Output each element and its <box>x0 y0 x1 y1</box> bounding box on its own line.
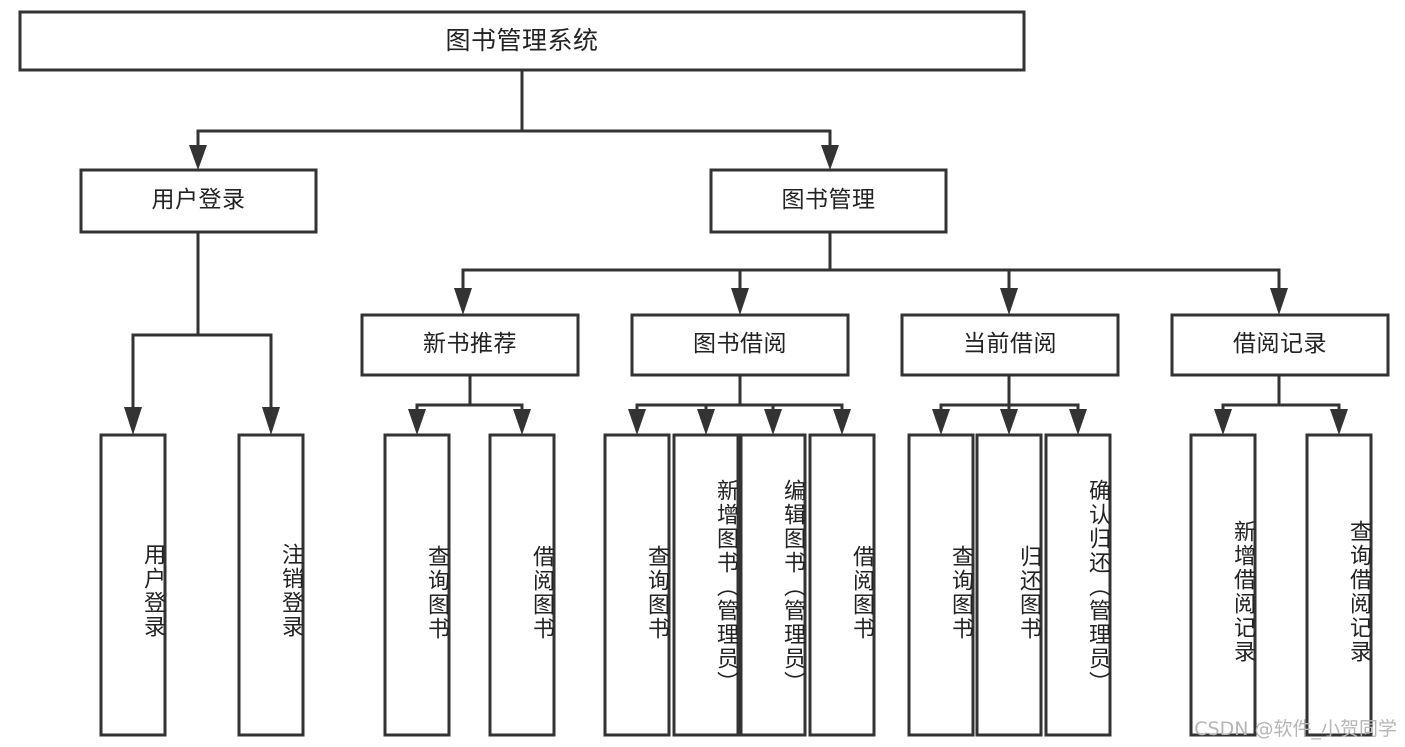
arrow-to-leaf-5 <box>628 409 646 435</box>
arrow-to-leaf-2 <box>262 407 280 435</box>
node-rect-leaf-5[interactable] <box>603 433 671 737</box>
node-rect-new-book-rec[interactable] <box>360 313 580 377</box>
node-rect-leaf-2[interactable] <box>237 433 305 737</box>
node-rect-root[interactable] <box>18 10 1026 72</box>
node-rect-current-borrow[interactable] <box>900 313 1120 377</box>
arrow-root-to-user-login <box>189 145 207 170</box>
arrow-to-book-borrow <box>731 288 749 315</box>
node-rect-book-borrow[interactable] <box>630 313 850 377</box>
arrow-to-leaf-6 <box>697 409 715 435</box>
arrow-to-leaf-12 <box>1214 409 1232 435</box>
node-rect-leaf-4[interactable] <box>488 433 556 737</box>
arrow-to-leaf-4 <box>513 409 531 435</box>
node-rect-leaf-9[interactable] <box>907 433 975 737</box>
arrow-to-current-borrow <box>1000 288 1018 315</box>
node-rect-borrow-record[interactable] <box>1170 313 1390 377</box>
arrow-to-borrow-record <box>1270 288 1288 315</box>
node-rect-leaf-6[interactable] <box>672 433 740 737</box>
arrow-to-new-book-rec <box>454 288 472 315</box>
arrow-to-leaf-8 <box>833 409 851 435</box>
arrow-to-leaf-3 <box>408 409 426 435</box>
node-rect-leaf-3[interactable] <box>383 433 451 737</box>
node-rect-book-manage[interactable] <box>709 168 948 234</box>
node-rect-leaf-12[interactable] <box>1189 433 1257 737</box>
connector-group <box>124 68 1348 435</box>
node-rect-leaf-10[interactable] <box>975 433 1043 737</box>
node-rect-user-login[interactable] <box>79 168 318 234</box>
node-rect-leaf-1[interactable] <box>99 433 167 737</box>
arrow-to-leaf-11 <box>1069 409 1087 435</box>
node-rect-leaf-7[interactable] <box>739 433 807 737</box>
node-rect-group <box>18 10 1390 737</box>
node-rect-leaf-8[interactable] <box>808 433 876 737</box>
node-rect-leaf-11[interactable] <box>1044 433 1112 737</box>
arrow-to-leaf-10 <box>1000 409 1018 435</box>
arrow-to-leaf-13 <box>1330 409 1348 435</box>
arrow-to-leaf-9 <box>932 409 950 435</box>
arrow-root-to-book-manage <box>821 145 839 170</box>
node-rect-leaf-13[interactable] <box>1305 433 1373 737</box>
arrow-to-leaf-7 <box>764 409 782 435</box>
arrow-to-leaf-1 <box>124 407 142 435</box>
